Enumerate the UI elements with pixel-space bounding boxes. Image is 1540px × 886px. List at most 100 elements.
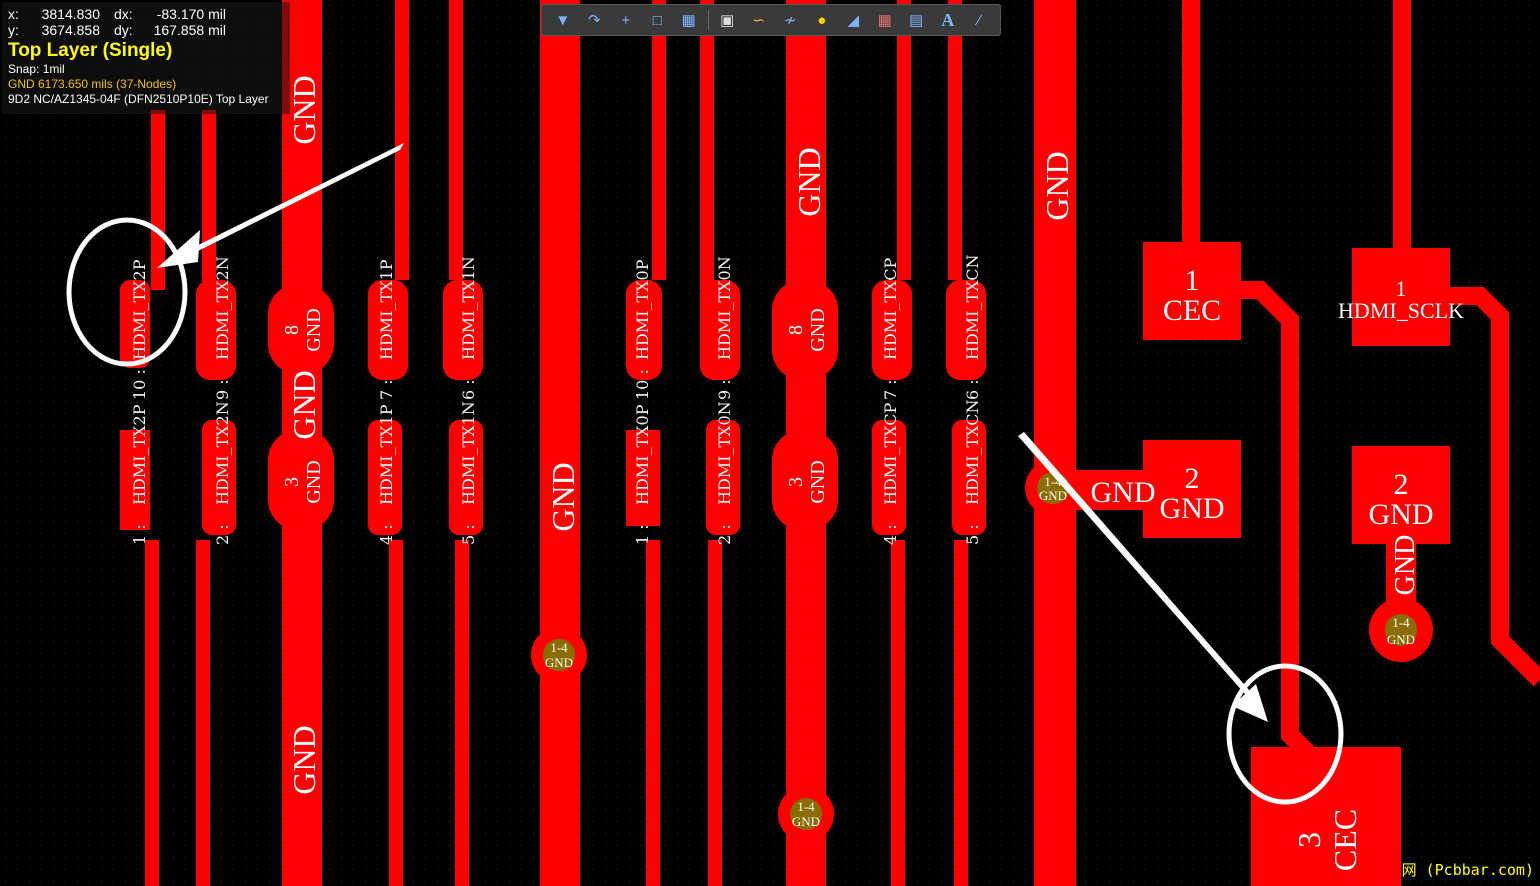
pad-pin: 6 : <box>459 379 478 400</box>
chart-icon[interactable]: ▦ <box>681 12 696 29</box>
net-label-gnd: GND <box>286 370 322 439</box>
hud-dx-value: -83.170 mil <box>156 6 226 22</box>
pad-pin: 2 : <box>715 524 734 545</box>
pad-pin: 1 : <box>130 524 149 545</box>
pad-net-gnd: GND <box>1369 498 1434 531</box>
pad-number: 1 <box>1185 264 1200 297</box>
pad-pin: 5 : <box>459 524 478 545</box>
hud-x-value: 3814.830 <box>41 6 100 22</box>
active-toolbar: ▼ ↷ + □ ▦ ▣ ∽ ≁ ● ◢ ▦ ▤ A ∕ <box>541 4 1001 36</box>
pad-label-tx2p: HDMI_TX2P <box>130 259 149 360</box>
pad-label-txcn: HDMI_TXCN <box>963 254 982 360</box>
highlight-circle <box>1226 663 1344 805</box>
pad-label-tx0n: HDMI_TX0N <box>715 401 734 505</box>
coordinate-hud: x: 3814.830 dx: -83.170 mil y: 3674.858 … <box>2 2 290 114</box>
highlight-circle <box>66 217 188 367</box>
select-rect-icon[interactable]: □ <box>652 11 662 29</box>
pad-pin: 5 : <box>963 524 982 545</box>
hud-x-label: x: <box>8 6 19 22</box>
net-label-gnd: GND <box>286 75 322 144</box>
hud-dy-value: 167.858 mil <box>153 22 226 38</box>
pad-label-tx0p: HDMI_TX0P <box>633 259 652 360</box>
hud-y-value: 3674.858 <box>41 22 100 38</box>
pad-net: GND <box>303 460 325 503</box>
hud-layer: Top Layer (Single) <box>8 40 173 61</box>
pad-label-tx1n: HDMI_TX1N <box>459 401 478 505</box>
net-label-gnd: GND <box>286 725 322 794</box>
pad-label-tx2n: HDMI_TX2N <box>213 401 232 505</box>
copper-traces <box>120 0 1540 886</box>
rule-icon[interactable]: ▦ <box>877 12 892 29</box>
pin-icon[interactable]: ● <box>817 11 827 29</box>
pad-label-txcn: HDMI_TXCN <box>963 399 982 505</box>
pad-pin: 2 : <box>213 524 232 545</box>
filter-icon[interactable]: ▼ <box>555 11 571 29</box>
gnd-net-labels: GND GND GND GND GND GND <box>286 75 1075 794</box>
via-label-1-4: 1-4 <box>797 799 815 814</box>
connector-pad-labels: 1 CEC 2 GND GND 1 HDMI_SCLK 2 GND GND 3 … <box>1091 264 1465 871</box>
toolbar-separator <box>707 10 709 30</box>
net-label-gnd: GND <box>791 147 827 216</box>
pad-pin: 9 : <box>715 379 734 400</box>
pad-number: 2 <box>1185 462 1200 495</box>
line-icon[interactable]: ∕ <box>977 11 981 29</box>
gnd-pad-labels: 8 GND 3 GND 8 GND 3 GND <box>281 308 829 503</box>
arrow-annotation <box>157 143 404 268</box>
pad-number: 2 <box>1394 468 1409 501</box>
hud-net-info: GND 6173.650 mils (37-Nodes) <box>8 77 177 91</box>
pad-pin: 6 : <box>963 379 982 400</box>
via-label-gnd: GND <box>545 655 573 670</box>
pad-pin: 9 : <box>213 379 232 400</box>
pad-pin: 4 : <box>377 524 396 545</box>
text-icon[interactable]: A <box>941 9 955 30</box>
arrow-annotation <box>1018 432 1268 722</box>
pad-label-tx1n: HDMI_TX1N <box>459 256 478 360</box>
track-icon[interactable]: ∽ <box>752 12 766 29</box>
pad-number: 1 <box>1396 276 1407 301</box>
hud-y-label: y: <box>8 22 19 38</box>
tune-icon[interactable]: ≁ <box>783 12 797 29</box>
pad-number: 3 <box>785 477 807 487</box>
pad-label-tx1p: HDMI_TX1P <box>377 259 396 360</box>
hud-dx-label: dx: <box>114 6 133 22</box>
component-icon[interactable]: ▣ <box>720 12 735 29</box>
pad-net-cec: CEC <box>1327 809 1363 871</box>
via-label-gnd: GND <box>1039 488 1067 503</box>
watermark: 网 (Pcbbar.com) <box>1401 861 1534 879</box>
hud-snap: Snap: 1mil <box>8 62 65 76</box>
pad-net-cec: CEC <box>1163 294 1221 327</box>
pad-net-sclk: HDMI_SCLK <box>1338 298 1464 323</box>
polygon-icon[interactable]: ◢ <box>847 12 859 29</box>
route-icon[interactable]: ↷ <box>587 12 601 29</box>
pad-pin: 1 : <box>633 524 652 545</box>
pad-label-tx0n: HDMI_TX0N <box>715 256 734 360</box>
add-icon[interactable]: + <box>621 11 631 29</box>
pad-pin: 10 : <box>130 369 149 400</box>
trace-net-gnd: GND <box>1091 476 1156 509</box>
pad-net: GND <box>807 460 829 503</box>
pad-pin: 4 : <box>881 524 900 545</box>
hud-component: 9D2 NC/AZ1345-04F (DFN2510P10E) Top Laye… <box>8 92 269 106</box>
pad-number: 8 <box>785 325 807 335</box>
pad-label-tx2n: HDMI_TX2N <box>213 256 232 360</box>
pad-label-txcp: HDMI_TXCP <box>881 257 900 360</box>
vias <box>543 472 1417 830</box>
pad-net: GND <box>303 308 325 351</box>
pad-pin: 10 : <box>633 369 652 400</box>
pad-label-tx2p: HDMI_TX2P <box>130 404 149 505</box>
via-gnd <box>790 798 822 830</box>
via-label-1-4: 1-4 <box>1392 615 1410 630</box>
via-gnd <box>1385 614 1417 646</box>
net-label-gnd: GND <box>1039 151 1075 220</box>
trace-net-gnd: GND <box>1390 535 1421 596</box>
annotations <box>66 217 1344 805</box>
hud-row-x: x: 3814.830 dx: -83.170 mil <box>8 6 284 22</box>
pad-net-gnd: GND <box>1160 492 1225 525</box>
pad-number: 8 <box>281 325 303 335</box>
pad-label-tx0p: HDMI_TX0P <box>633 404 652 505</box>
via-label-1-4: 1-4 <box>550 640 568 655</box>
measure-icon[interactable]: ▤ <box>909 12 924 29</box>
pad-pin: 7 : <box>377 379 396 400</box>
via-label-gnd: GND <box>792 814 820 829</box>
